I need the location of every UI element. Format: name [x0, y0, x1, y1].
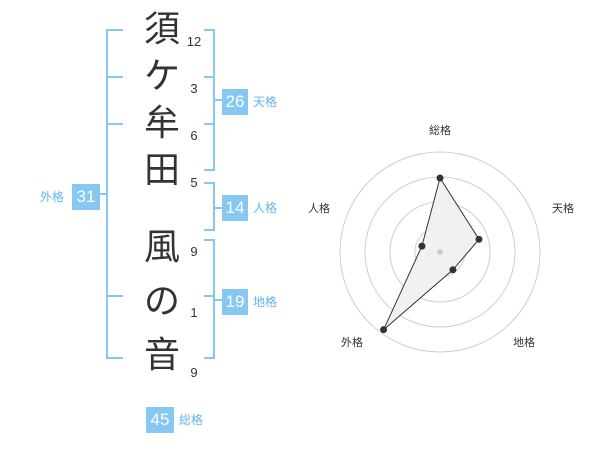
stroke-count-1: 12: [186, 34, 202, 49]
stroke-count-6: 1: [190, 305, 198, 320]
axis-label-tenkaku: 天格: [552, 201, 574, 215]
axis-label-gaikaku: 外格: [341, 335, 363, 349]
stroke-count-7: 9: [190, 365, 198, 380]
jinkaku-badge: 14: [222, 195, 248, 221]
stroke-count-2: 3: [190, 81, 198, 96]
name-char-7: 音: [143, 335, 180, 376]
tenkaku-badge: 26: [222, 89, 248, 115]
radar-point-1: [436, 174, 444, 182]
soukaku-label: 総格: [179, 413, 204, 427]
name-char-1: 須: [143, 9, 180, 50]
soukaku-badge: 45: [146, 407, 174, 433]
name-char-3: 牟: [143, 103, 180, 144]
gaikaku-label: 外格: [40, 190, 65, 204]
radar-ring: [339, 151, 541, 353]
gaikaku-badge: 31: [72, 184, 100, 210]
axis-label-chikaku: 地格: [513, 335, 535, 349]
chikaku-badge: 19: [222, 289, 248, 315]
radar-series-polygon: [383, 176, 480, 331]
name-char-5: 風: [143, 227, 180, 268]
radar-points: [380, 174, 483, 334]
radar-point-2: [475, 235, 483, 243]
stroke-count-4: 5: [190, 175, 198, 190]
radar-center-dot: [437, 249, 443, 255]
name-char-2: ケ: [143, 56, 180, 97]
stroke-count-5: 9: [190, 244, 198, 259]
axis-label-soukaku: 総格: [429, 123, 451, 137]
radar-point-4: [380, 326, 388, 334]
name-char-6: の: [143, 281, 180, 322]
jinkaku-label: 人格: [253, 201, 278, 215]
radar-point-5: [418, 242, 426, 250]
name-char-4: 田: [143, 150, 180, 191]
radar-point-3: [449, 266, 457, 274]
stroke-count-3: 6: [190, 128, 198, 143]
chikaku-label: 地格: [253, 295, 278, 309]
tenkaku-label: 天格: [253, 95, 278, 109]
axis-label-jinkaku: 人格: [308, 201, 330, 215]
